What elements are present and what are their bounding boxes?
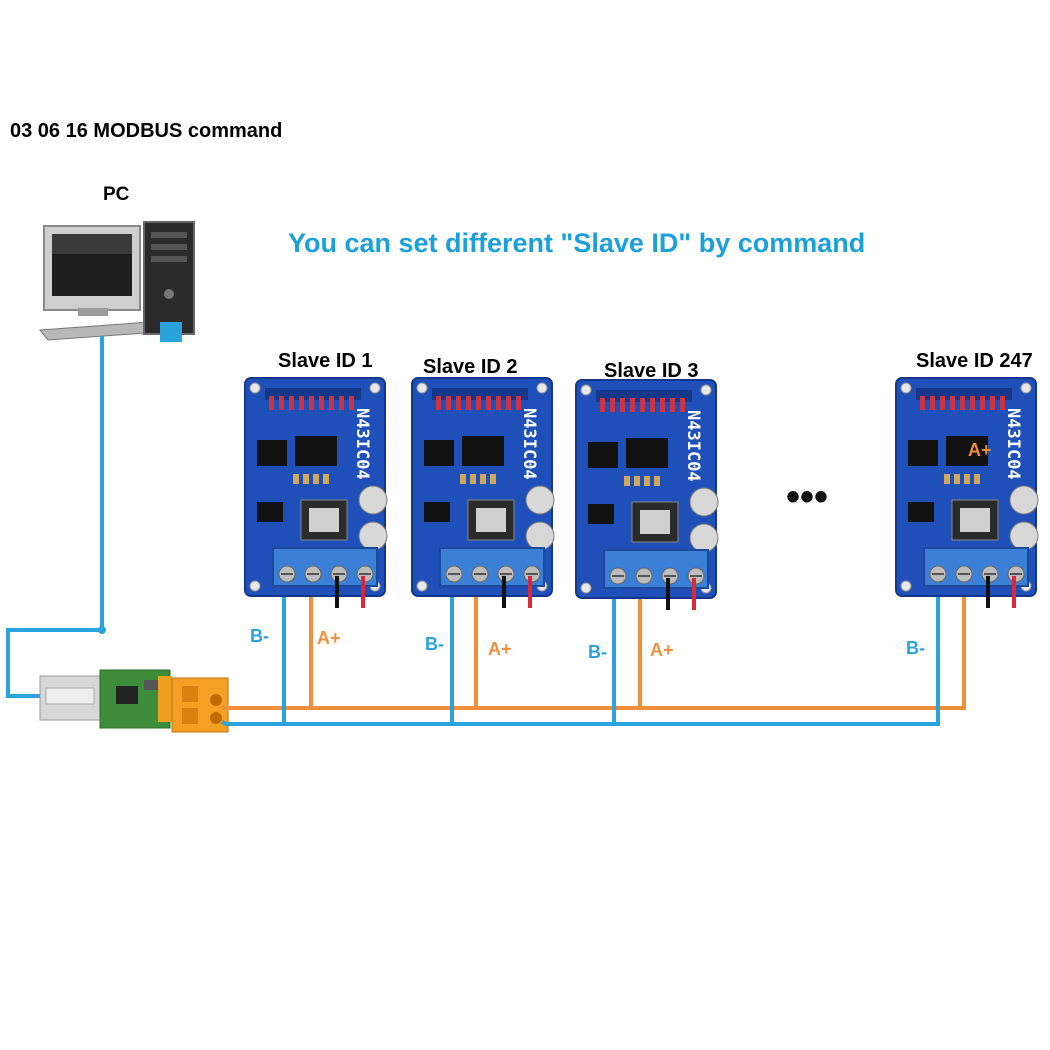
pc-computer-icon bbox=[39, 221, 195, 342]
slave3-a-label: A+ bbox=[650, 640, 674, 660]
slave247-board-text: N43IC04 bbox=[1003, 408, 1023, 480]
slave1-board: N43IC04 bbox=[244, 377, 388, 608]
slave1-board-text: N43IC04 bbox=[352, 408, 372, 480]
slave2-board-text: N43IC04 bbox=[519, 408, 539, 480]
slave2-a-label: A+ bbox=[488, 639, 512, 659]
slave3-b-label: B- bbox=[588, 642, 607, 662]
slave247-board: N43IC04 bbox=[895, 377, 1039, 608]
slave2-board: N43IC04 bbox=[411, 377, 555, 608]
slave3-board: N43IC04 bbox=[575, 379, 719, 610]
more-slaves-ellipsis: ••• bbox=[786, 475, 828, 519]
slave247-b-label: B- bbox=[906, 638, 925, 658]
banner-text: You can set different "Slave ID" by comm… bbox=[288, 228, 866, 258]
slave-label-2: Slave ID 2 bbox=[423, 356, 518, 378]
cable-junction bbox=[98, 626, 106, 634]
slave2-b-label: B- bbox=[425, 634, 444, 654]
slave-label-247: Slave ID 247 bbox=[916, 350, 1033, 372]
slave1-b-label: B- bbox=[250, 626, 269, 646]
usb-rs485-converter bbox=[39, 669, 229, 733]
pc-usb-cable bbox=[6, 336, 104, 698]
pc-label: PC bbox=[103, 184, 130, 205]
slave-label-1: Slave ID 1 bbox=[278, 350, 373, 372]
slave3-board-text: N43IC04 bbox=[683, 410, 703, 482]
slave-label-3: Slave ID 3 bbox=[604, 360, 699, 382]
diagram-heading: 03 06 16 MODBUS command bbox=[10, 120, 283, 142]
slave1-a-label: A+ bbox=[317, 628, 341, 648]
bus-b-line bbox=[221, 720, 940, 726]
slave247-a-label: A+ bbox=[968, 440, 992, 460]
